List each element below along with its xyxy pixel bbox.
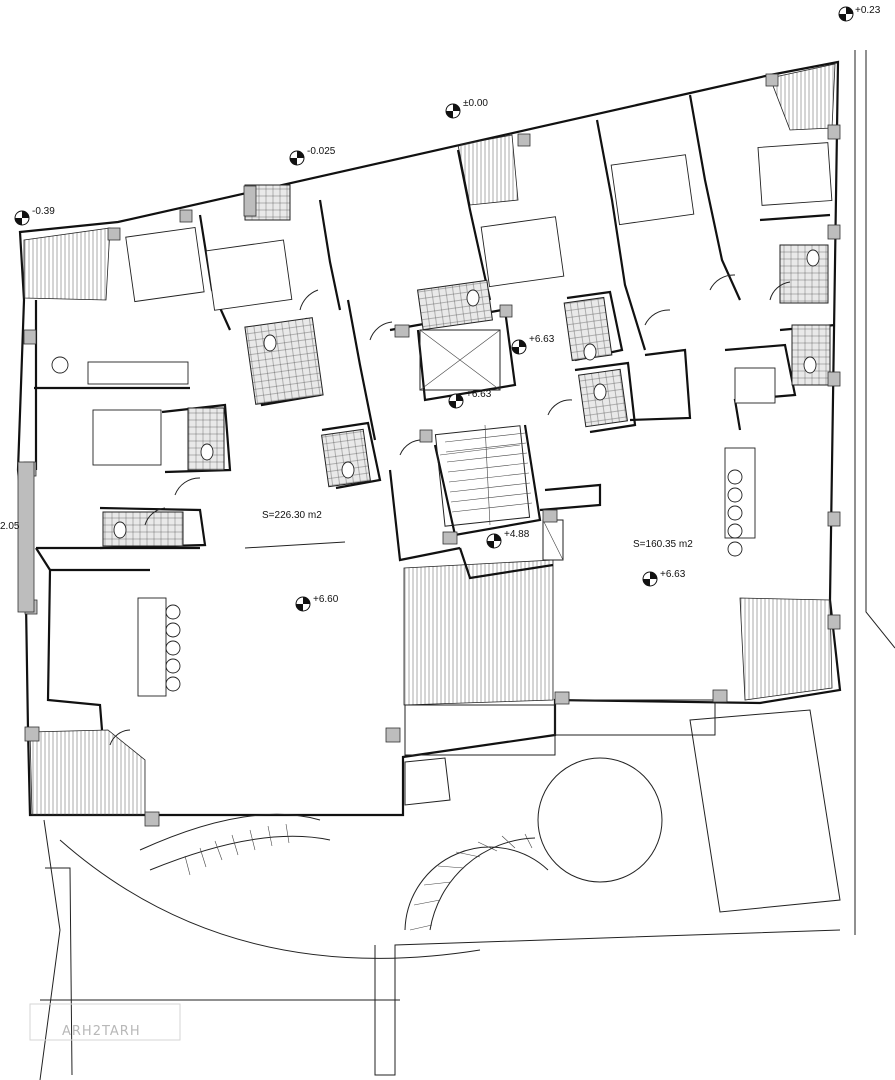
level-marker: 2.05 bbox=[0, 521, 20, 532]
level-marker: +0.23 bbox=[838, 5, 881, 22]
bar-stools bbox=[51, 356, 743, 692]
level-label: -0.39 bbox=[32, 206, 55, 217]
stair-core bbox=[419, 329, 564, 561]
level-marker: -0.025 bbox=[289, 146, 336, 166]
level-label: +6.63 bbox=[466, 389, 492, 400]
bathrooms bbox=[102, 184, 831, 547]
level-label: +4.88 bbox=[504, 529, 530, 540]
level-label: 2.05 bbox=[0, 521, 20, 532]
level-marker: -0.39 bbox=[14, 206, 55, 226]
level-label: +6.63 bbox=[529, 334, 555, 345]
garden-stairs bbox=[59, 709, 841, 959]
level-marker: +4.88 bbox=[486, 529, 530, 549]
site-boundary bbox=[39, 50, 895, 1080]
furniture bbox=[87, 142, 833, 697]
level-markers: +0.23 ±0.00 -0.025 -0.39 +6.63 +6.63 +4.… bbox=[0, 5, 881, 612]
level-label: -0.025 bbox=[307, 146, 336, 157]
level-marker: ±0.00 bbox=[445, 98, 488, 119]
level-label: +0.23 bbox=[855, 5, 881, 16]
level-label: +6.63 bbox=[660, 569, 686, 580]
terraces bbox=[23, 63, 836, 816]
level-label: +6.60 bbox=[313, 594, 339, 605]
area-label-left: S=226.30 m2 bbox=[262, 510, 322, 521]
watermark-logo: ARH2TARH bbox=[29, 1003, 181, 1041]
level-marker: +6.63 bbox=[642, 569, 686, 587]
level-marker: +6.63 bbox=[511, 334, 555, 355]
columns bbox=[17, 73, 841, 827]
level-marker: +6.60 bbox=[295, 594, 339, 612]
level-label: ±0.00 bbox=[463, 98, 488, 109]
area-label-right: S=160.35 m2 bbox=[633, 539, 693, 550]
watermark-text: ARH2TARH bbox=[62, 1024, 141, 1039]
level-marker: +6.63 bbox=[448, 389, 492, 409]
